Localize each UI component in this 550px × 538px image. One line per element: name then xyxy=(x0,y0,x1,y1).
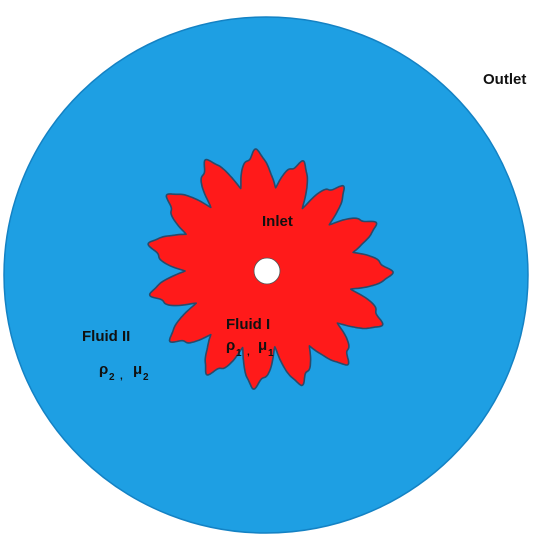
rho-1-symbol: ρ xyxy=(226,337,235,354)
fluid-2-label: Fluid II xyxy=(82,328,130,345)
fluid-1-separator: , xyxy=(247,347,250,358)
fluid-2-properties: ρ 2 , μ 2 xyxy=(99,361,149,383)
mu-2-subscript: 2 xyxy=(143,372,149,383)
rho-1-subscript: 1 xyxy=(236,348,242,359)
fluid-1-label: Fluid I xyxy=(226,316,270,333)
inlet-hole xyxy=(253,257,281,285)
mu-2-symbol: μ xyxy=(133,361,142,378)
mu-1-symbol: μ xyxy=(258,337,267,354)
fluid-2-separator: , xyxy=(120,371,123,382)
inlet-label: Inlet xyxy=(262,213,293,230)
fluid-1-properties: ρ 1 , μ 1 xyxy=(226,337,274,359)
outlet-label: Outlet xyxy=(483,71,526,88)
rho-2-subscript: 2 xyxy=(109,372,115,383)
mu-1-subscript: 1 xyxy=(268,348,274,359)
rho-2-symbol: ρ xyxy=(99,361,108,378)
